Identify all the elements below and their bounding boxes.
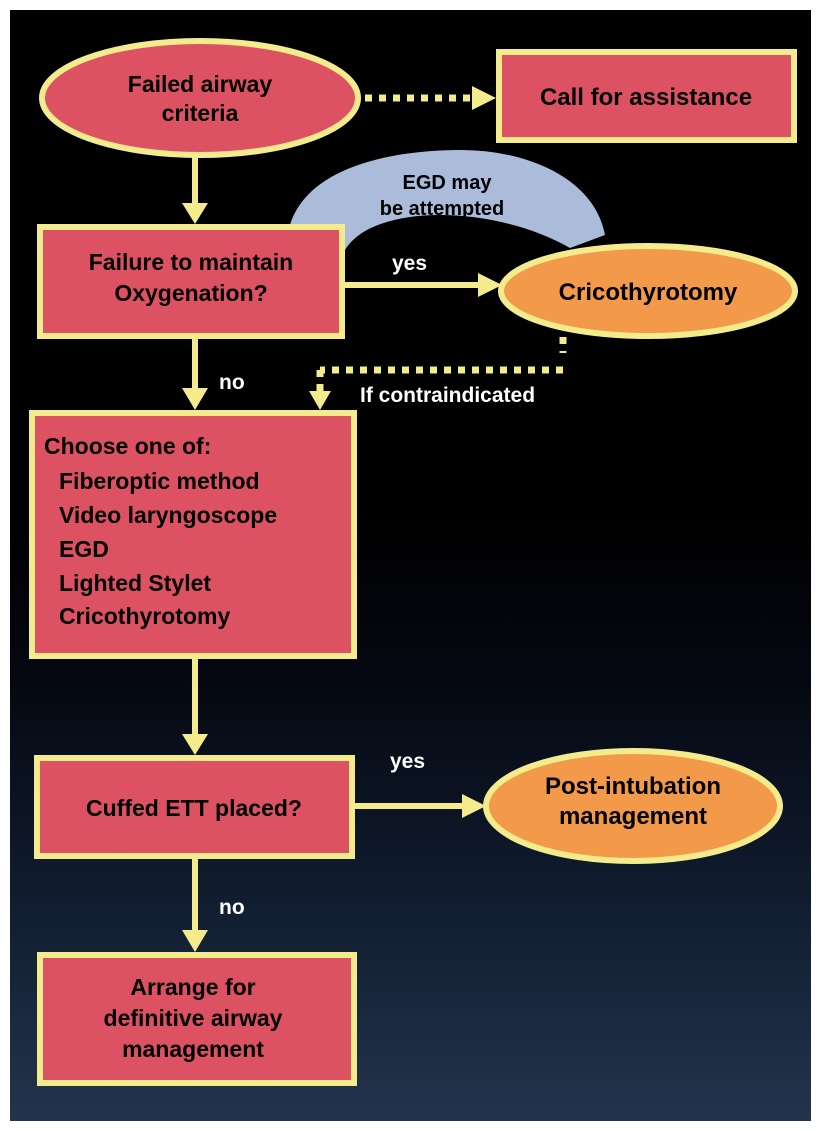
cricothyrotomy-label: Cricothyrotomy bbox=[559, 279, 738, 306]
cricothyrotomy-ellipse bbox=[498, 243, 798, 339]
arrange-definitive-line-1: Arrange for bbox=[130, 974, 255, 1000]
arrowhead-choose bbox=[182, 388, 208, 410]
edge-label-ett-no: no bbox=[219, 896, 245, 919]
choose-option-lighted-stylet: Lighted Stylet bbox=[59, 570, 211, 596]
arrowhead-arrange bbox=[182, 930, 208, 952]
choose-option-egd: EGD bbox=[59, 536, 109, 562]
arrowhead-ett bbox=[182, 734, 208, 755]
edge-label-oxygenation-no: no bbox=[219, 371, 245, 394]
node-failure-oxygenation: Failure to maintain Oxygenation? bbox=[37, 224, 345, 339]
node-cricothyrotomy: Cricothyrotomy bbox=[498, 243, 798, 339]
airway-flowchart: EGD may be attempted yes no If contraind… bbox=[29, 38, 798, 1086]
arrange-definitive-line-3: management bbox=[122, 1036, 264, 1062]
node-call-assistance: Call for assistance bbox=[496, 49, 797, 143]
choose-option-cricothyrotomy: Cricothyrotomy bbox=[59, 603, 230, 629]
arc-label-line-1: EGD may bbox=[403, 172, 493, 194]
flowchart-slide: EGD may be attempted yes no If contraind… bbox=[10, 10, 811, 1121]
arc-label-line-2: be attempted bbox=[380, 198, 504, 220]
node-post-intubation: Post-intubation management bbox=[483, 748, 783, 864]
arrowhead-call bbox=[472, 86, 496, 110]
failed-airway-line-2: criteria bbox=[162, 100, 239, 126]
egd-arc-band bbox=[290, 150, 605, 250]
post-intubation-line-1: Post-intubation bbox=[545, 773, 721, 800]
cuffed-ett-label: Cuffed ETT placed? bbox=[86, 795, 302, 821]
arrowhead-contra bbox=[309, 391, 331, 410]
failed-airway-ellipse bbox=[39, 38, 361, 158]
node-choose-one: Choose one of: Fiberoptic method Video l… bbox=[29, 410, 357, 659]
failure-oxygenation-line-1: Failure to maintain bbox=[89, 249, 293, 275]
arrowhead-oxygenation bbox=[182, 203, 208, 224]
choose-one-heading: Choose one of: bbox=[44, 433, 211, 459]
choose-option-video-laryngoscope: Video laryngoscope bbox=[59, 502, 277, 528]
node-arrange-definitive: Arrange for definitive airway management bbox=[37, 952, 357, 1086]
cuffed-ett-box bbox=[34, 755, 355, 859]
failed-airway-line-1: Failed airway bbox=[128, 71, 273, 97]
post-intubation-ellipse bbox=[483, 748, 783, 864]
failure-oxygenation-box bbox=[37, 224, 345, 339]
edge-label-contraindicated: If contraindicated bbox=[360, 384, 535, 407]
edge-label-oxygenation-yes: yes bbox=[392, 252, 427, 275]
failure-oxygenation-line-2: Oxygenation? bbox=[114, 280, 267, 306]
edge-label-ett-yes: yes bbox=[390, 750, 425, 773]
node-cuffed-ett: Cuffed ETT placed? bbox=[34, 755, 355, 859]
arrowhead-cricothyrotomy bbox=[478, 273, 502, 297]
node-failed-airway: Failed airway criteria bbox=[39, 38, 361, 158]
post-intubation-line-2: management bbox=[559, 803, 707, 830]
call-assistance-box bbox=[496, 49, 797, 143]
arrange-definitive-line-2: definitive airway bbox=[104, 1005, 283, 1031]
arrowhead-post bbox=[462, 794, 486, 818]
choose-one-box bbox=[29, 410, 357, 659]
arrange-definitive-box bbox=[37, 952, 357, 1086]
call-assistance-label: Call for assistance bbox=[540, 84, 752, 111]
choose-option-fiberoptic: Fiberoptic method bbox=[59, 468, 260, 494]
